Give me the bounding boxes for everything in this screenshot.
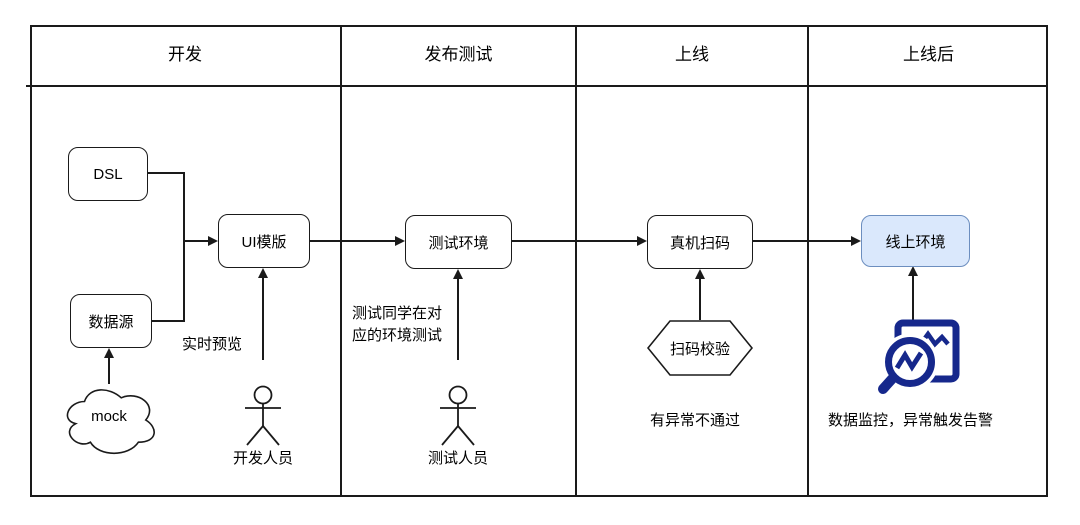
connector-testperson-to-testenv (457, 278, 459, 360)
connector-dsl-elbow (148, 172, 185, 174)
node-dsl: DSL (68, 147, 148, 201)
arrowhead-online-env (851, 236, 861, 246)
node-device-scan: 真机扫码 (647, 215, 753, 269)
connector-testenv-to-devscan (512, 240, 638, 242)
tester-person-label: 测试人员 (427, 450, 488, 467)
developer-person-icon (245, 385, 281, 446)
node-online-env-label: 线上环境 (885, 233, 946, 251)
node-test-env-label: 测试环境 (428, 234, 489, 252)
arrowhead-testenv-bottom (453, 269, 463, 279)
arrowhead-online-bottom (908, 266, 918, 276)
lane-title-post-live: 上线后 (903, 45, 954, 64)
lane-title-go-live: 上线 (675, 45, 709, 64)
monitoring-magnifier-chart-icon (878, 319, 960, 394)
test-env-note-line2: 应的环境测试 (351, 327, 442, 344)
developer-person-label: 开发人员 (232, 450, 293, 467)
connector-merge-vertical (183, 172, 185, 322)
node-ui-template-label: UI模版 (241, 233, 287, 251)
node-device-scan-label: 真机扫码 (669, 234, 730, 252)
lane-divider-2 (575, 25, 577, 497)
test-env-note-line1: 测试同学在对 (351, 305, 442, 322)
arrowhead-devscan (637, 236, 647, 246)
connector-monitor-to-online (912, 276, 914, 320)
hexagon-shape (646, 320, 754, 376)
connector-hex-to-devscan (699, 278, 701, 320)
node-data-source-label: 数据源 (88, 313, 134, 331)
arrowhead-devscan-bottom (695, 269, 705, 279)
lane-divider-1 (340, 25, 342, 497)
node-scan-check: 扫码校验 (646, 320, 754, 376)
node-data-source: 数据源 (70, 294, 152, 348)
realtime-preview-note: 实时预览 (182, 336, 243, 353)
arrowhead-datasource (104, 348, 114, 358)
connector-mock-to-datasource (108, 356, 110, 384)
monitor-note: 数据监控，异常触发告警 (828, 412, 994, 429)
connector-into-ui-template (184, 240, 209, 242)
tester-person-icon (440, 385, 476, 446)
arrowhead-ui-template (208, 236, 218, 246)
lane-title-release-test: 发布测试 (424, 45, 493, 64)
connector-devscan-to-online (753, 240, 852, 242)
cloud-shape-mock (66, 389, 155, 454)
node-dsl-label: DSL (93, 165, 123, 183)
node-scan-check-label: 扫码校验 (669, 340, 730, 358)
node-test-env: 测试环境 (405, 215, 512, 269)
connector-datasource-elbow (152, 320, 185, 322)
connector-devperson-to-ui (262, 277, 264, 360)
node-ui-template: UI模版 (218, 214, 310, 268)
arrowhead-testenv (395, 236, 405, 246)
lane-divider-3 (807, 25, 809, 497)
lane-title-dev: 开发 (168, 45, 202, 64)
arrowhead-ui-bottom (258, 268, 268, 278)
test-env-note: 测试同学在对 应的环境测试 (342, 303, 452, 347)
node-online-env: 线上环境 (861, 215, 970, 267)
cloud-mock-label: mock (91, 408, 127, 425)
header-divider (26, 85, 1048, 87)
swimlane-frame (30, 25, 1048, 497)
connector-ui-to-testenv (310, 240, 396, 242)
fail-note: 有异常不通过 (650, 412, 741, 429)
